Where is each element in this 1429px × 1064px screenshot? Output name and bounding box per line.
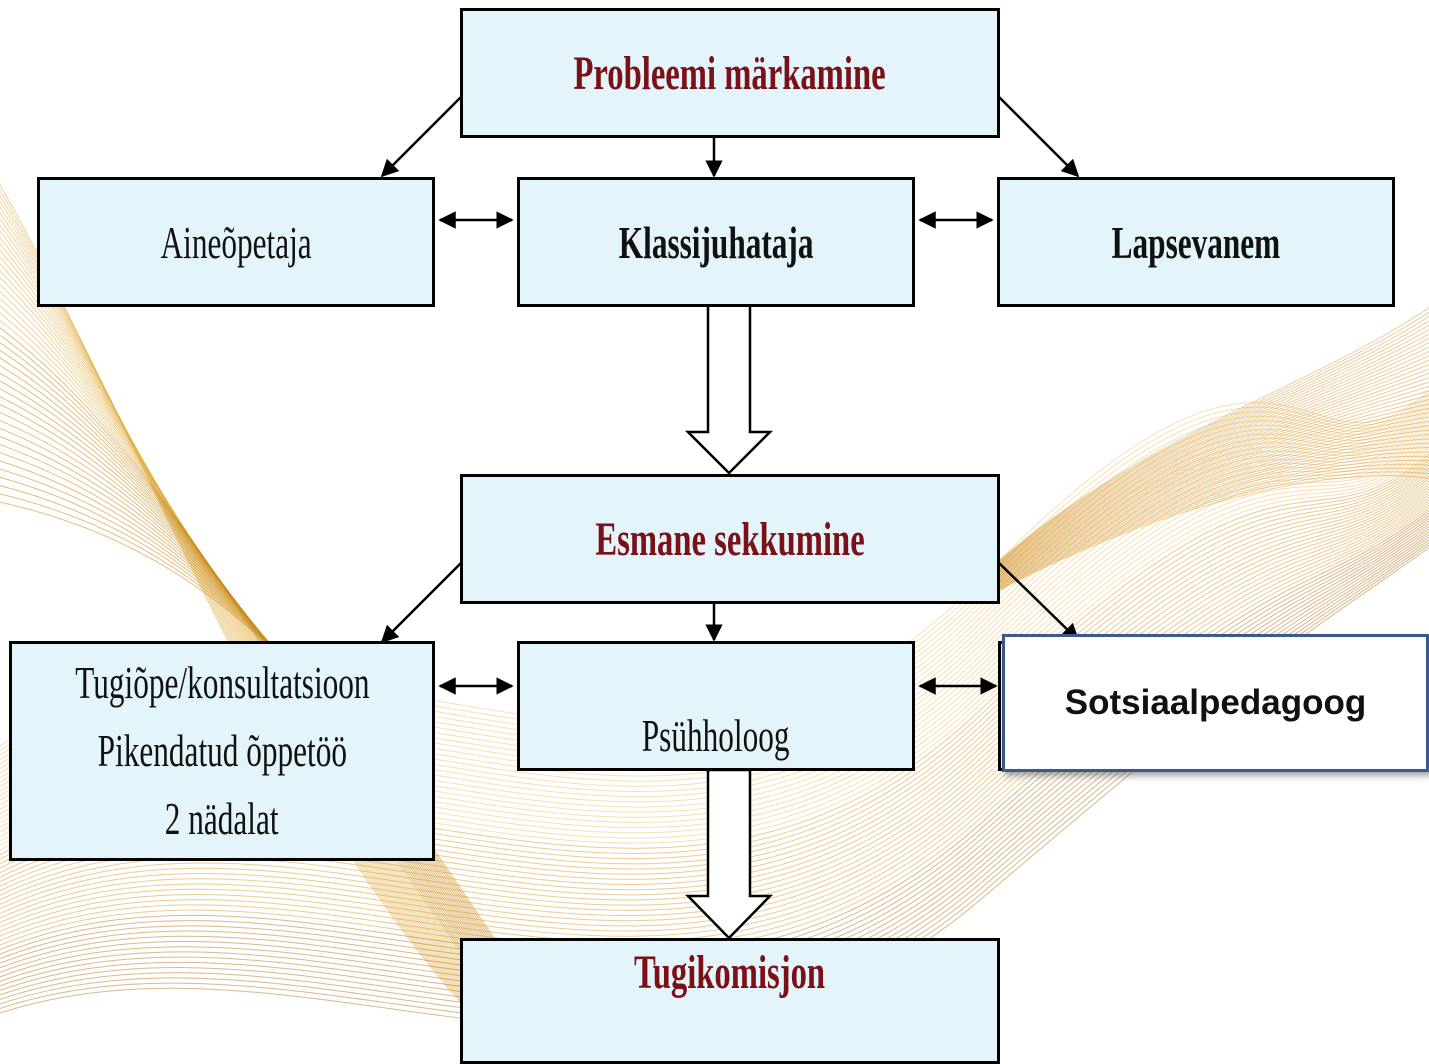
node-psyhholoog: Psühholoog	[517, 641, 915, 771]
node-label: Aineõpetaja	[160, 216, 312, 268]
arrow-problem-to-aineopetaja	[380, 95, 463, 178]
node-label: Lapsevanem	[1111, 216, 1281, 268]
node-probleemi-markamine: Probleemi märkamine	[460, 8, 1000, 138]
arrow-esmane-to-sotsiaalpedagoog	[997, 561, 1080, 642]
arrow-problem-to-lapsevanem	[997, 95, 1080, 178]
node-tugiope: Tugiõpe/konsultatsioon Pikendatud õppetö…	[9, 641, 435, 861]
node-lapsevanem: Lapsevanem	[997, 177, 1395, 307]
node-label: Psühholoog	[642, 710, 790, 761]
node-klassijuhataja: Klassijuhataja	[517, 177, 915, 307]
node-sotsiaalpedagoog: Sotsiaalpedagoog	[1002, 634, 1429, 772]
node-label: Klassijuhataja	[618, 216, 814, 268]
node-label: Sotsiaalpedagoog	[1064, 683, 1367, 722]
node-esmane-sekkumine: Esmane sekkumine	[460, 474, 1000, 604]
node-label: Tugikomisjon	[634, 946, 826, 999]
node-tugikomisjon: Tugikomisjon	[460, 938, 1000, 1064]
node-label: Esmane sekkumine	[595, 512, 865, 566]
node-label-line-1: Tugiõpe/konsultatsioon	[74, 657, 370, 708]
node-label-line-3: 2 nädalat	[165, 793, 279, 844]
node-label-line-2: Pikendatud õppetöö	[97, 725, 347, 776]
block-arrow-to-tugikomisjon	[685, 768, 773, 940]
node-aineopetaja: Aineõpetaja	[37, 177, 435, 307]
node-label: Probleemi märkamine	[573, 46, 887, 100]
block-arrow-to-esmane	[684, 303, 774, 475]
arrow-esmane-to-tugiope	[380, 561, 463, 644]
